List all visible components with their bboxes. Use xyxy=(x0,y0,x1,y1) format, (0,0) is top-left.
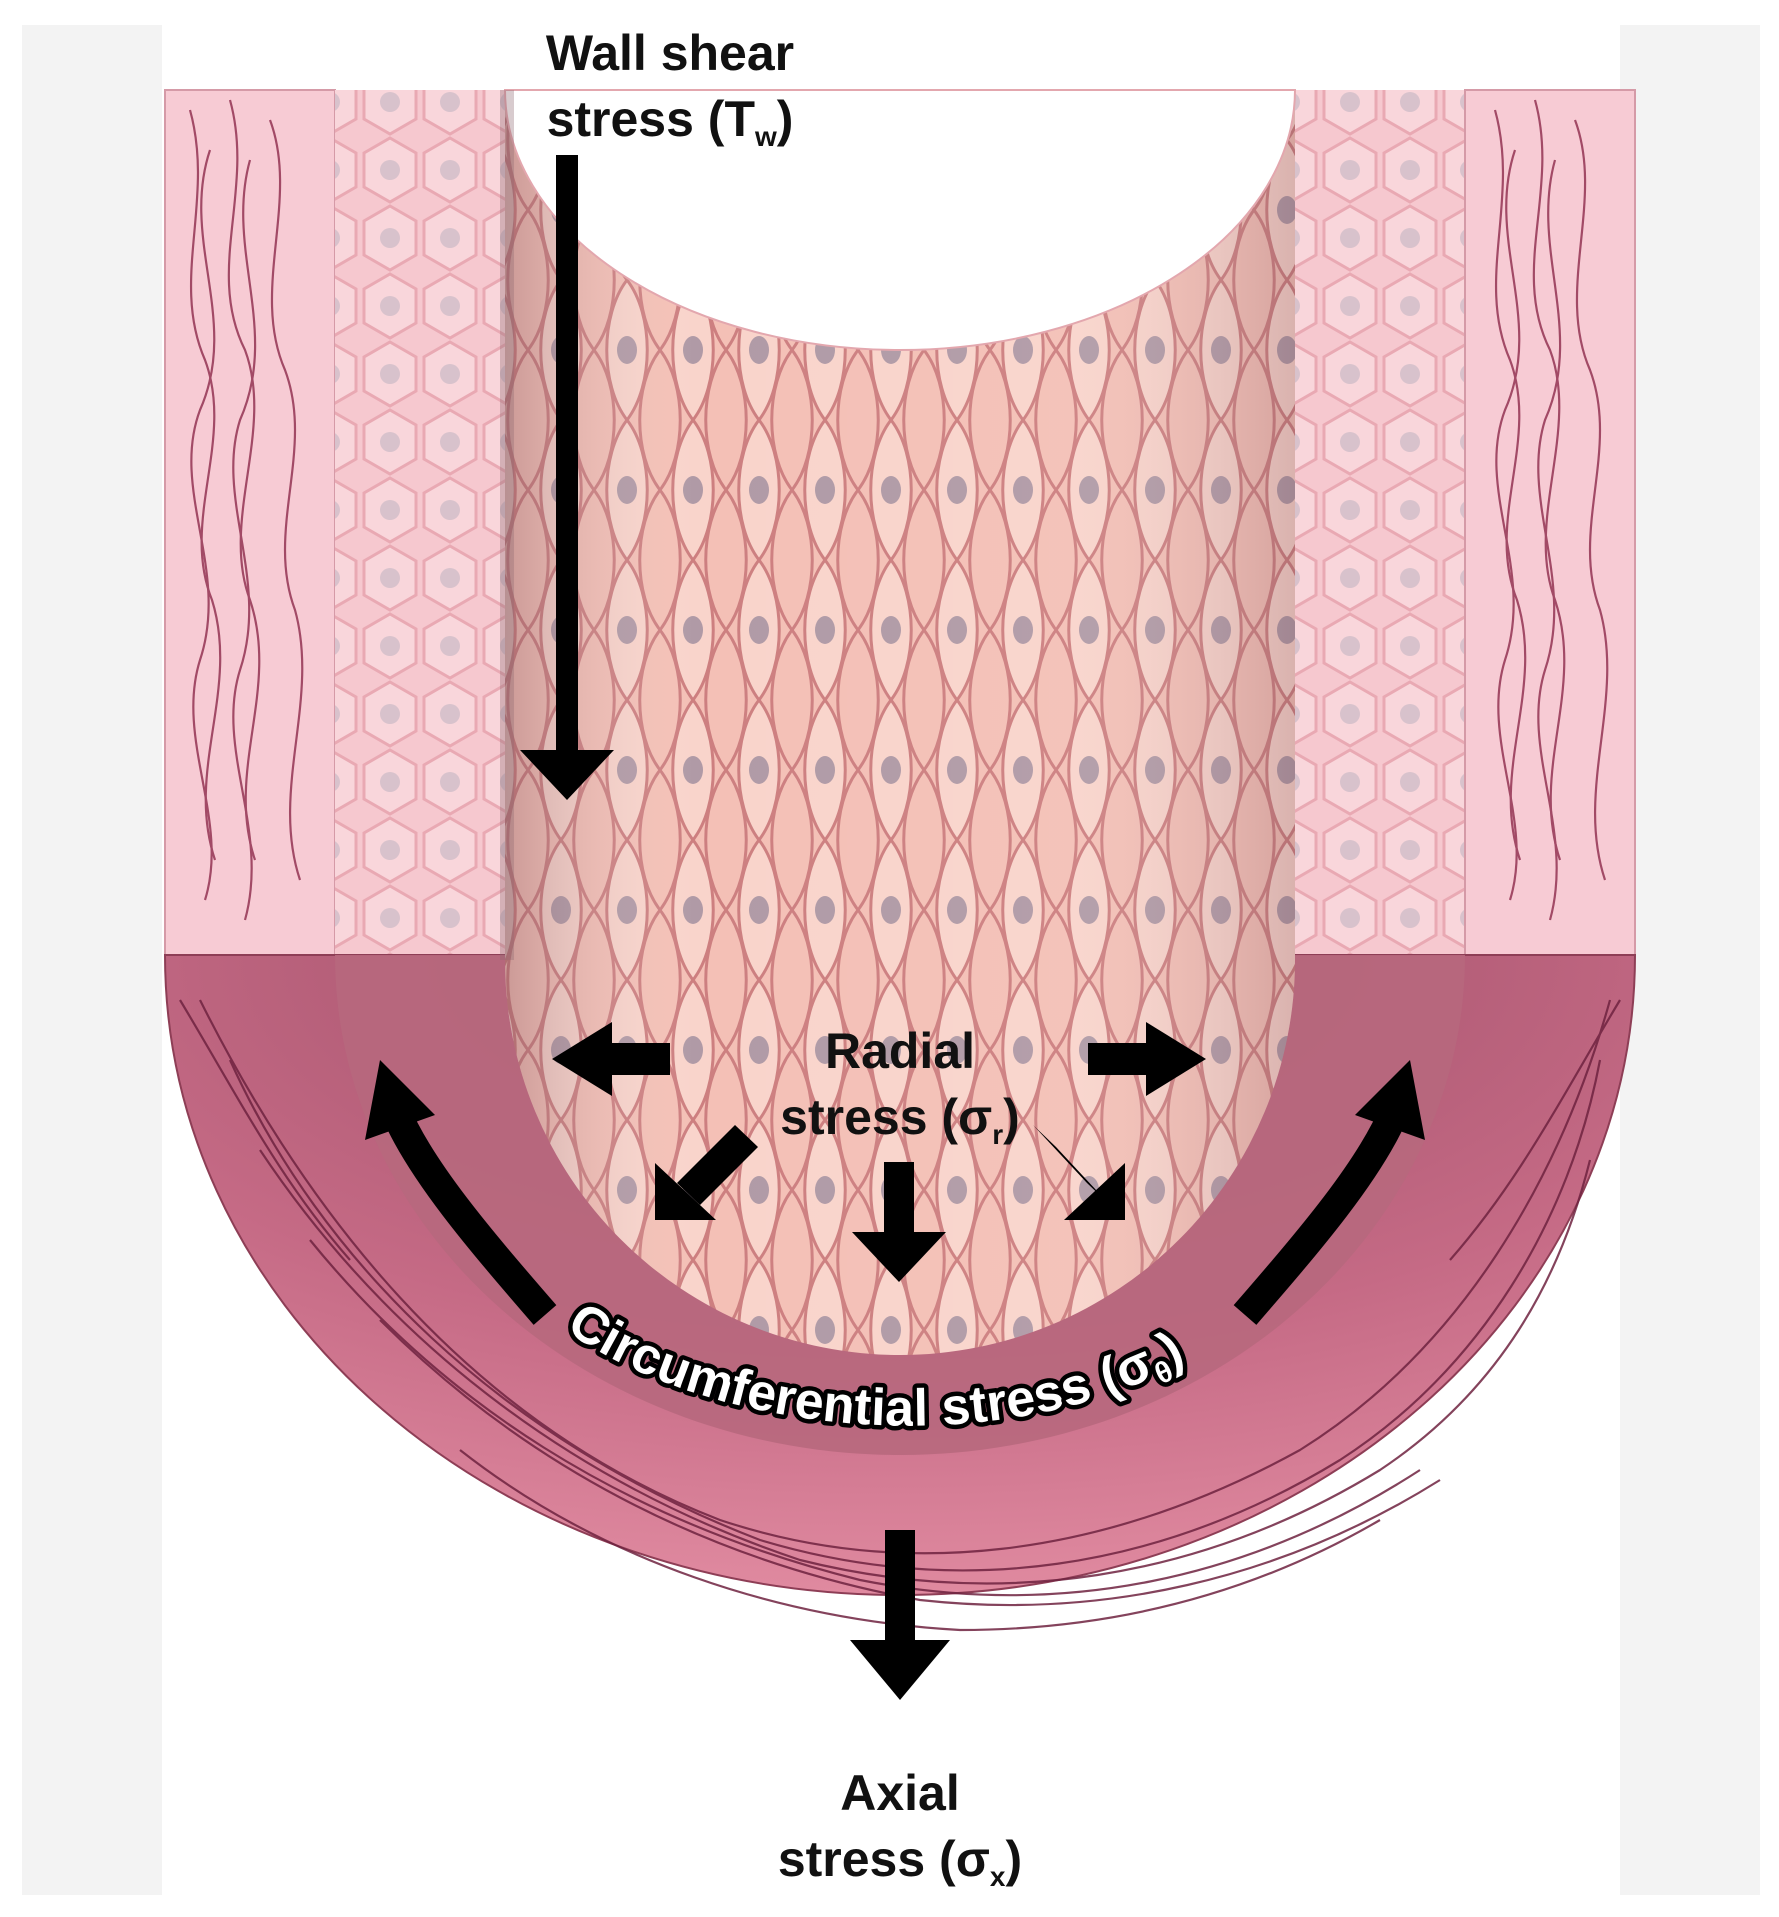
radial-arrow-down xyxy=(852,1162,946,1282)
circumferential-arrow-left xyxy=(365,1060,557,1325)
wall-shear-arrow xyxy=(520,155,614,800)
radial-line2-end: ) xyxy=(1003,1089,1020,1145)
axial-line2-end: ) xyxy=(1005,1831,1023,1887)
axial-line2: stress (σx) xyxy=(745,1826,1055,1910)
axial-arrow xyxy=(850,1530,950,1700)
arrows xyxy=(365,155,1425,1700)
cross-section-fibers xyxy=(179,999,1621,1632)
wall-shear-stress-label: Wall shear stress (Tw) xyxy=(520,20,820,170)
left-background-panel xyxy=(22,25,162,1895)
left-media xyxy=(335,90,505,955)
radial-arrow-right xyxy=(1088,1022,1206,1096)
right-media xyxy=(1295,90,1465,955)
radial-arrow-down-right xyxy=(1033,1125,1125,1220)
left-wall-edge xyxy=(500,90,514,960)
wall-shear-line1: Wall shear xyxy=(545,25,795,81)
wall-shear-line2-sub: w xyxy=(755,121,777,152)
wall-shear-line2-main: stress (T xyxy=(546,91,755,147)
left-adventitia xyxy=(164,89,336,956)
radial-line2-sub: r xyxy=(992,1119,1004,1150)
radial-line2: stress (σr) xyxy=(745,1084,1055,1168)
axial-stress-label: Axial stress (σx) xyxy=(745,1760,1055,1910)
lumen-opening xyxy=(503,89,1297,351)
radial-line1: Radial xyxy=(824,1023,976,1079)
right-background-panel xyxy=(1620,25,1760,1895)
wall-shear-line2-end: ) xyxy=(776,91,794,147)
adventitia-fibers xyxy=(188,99,1609,921)
circumferential-arrow-right xyxy=(1233,1060,1425,1325)
axial-line2-main: stress (σ xyxy=(777,1831,990,1887)
radial-arrow-down-left xyxy=(655,1125,758,1220)
right-adventitia xyxy=(1464,89,1636,956)
radial-stress-label: Radial stress (σr) xyxy=(745,1018,1055,1168)
wall-shear-line2: stress (Tw) xyxy=(520,86,820,170)
radial-line2-main: stress (σ xyxy=(780,1089,993,1145)
axial-line2-sub: x xyxy=(989,1861,1006,1892)
axial-line1: Axial xyxy=(840,1765,960,1821)
radial-arrow-left xyxy=(552,1022,670,1096)
